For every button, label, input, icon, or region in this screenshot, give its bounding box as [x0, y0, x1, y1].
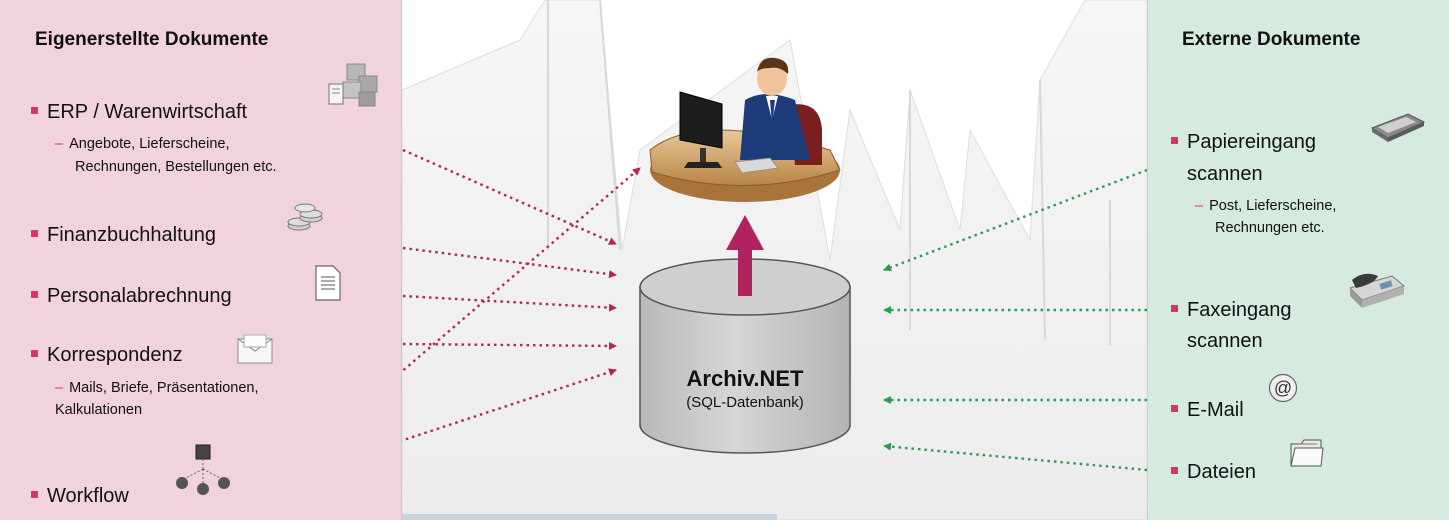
workflow-icon [176, 444, 230, 495]
list-item-dateien: Dateien [1171, 460, 1256, 484]
scanner-icon [1370, 113, 1426, 142]
item-label: scannen [1187, 163, 1263, 185]
item-label: Dateien [1187, 461, 1256, 483]
sub-item-erp: –Angebote, Lieferscheine, [55, 134, 230, 155]
arrow-personal [402, 294, 617, 312]
item-label: Korrespondenz [47, 344, 183, 366]
database-name: Archiv.NET [686, 366, 804, 391]
item-label: E-Mail [1187, 399, 1244, 421]
document-icon [315, 265, 341, 301]
list-item-email: E-Mail [1171, 398, 1244, 422]
item-label: Personalabrechnung [47, 285, 232, 307]
bullet [31, 107, 38, 115]
arrow-workflow-to-user [269, 167, 641, 485]
list-item-workflow: Workflow [31, 484, 129, 508]
bullet [31, 291, 38, 299]
sub-line: Mails, Briefe, Präsentationen, [69, 380, 259, 396]
list-item-personalabrechnung: Personalabrechnung [31, 284, 232, 308]
bullet [31, 491, 38, 499]
arrow-dateien [883, 442, 1148, 472]
sub-line: Rechnungen etc. [1215, 220, 1325, 236]
list-item-faxeingang: Faxeingang [1171, 298, 1292, 322]
item-label: scannen [1187, 330, 1263, 352]
user-at-desk-icon [649, 57, 841, 202]
erp-boxes-icon [328, 63, 378, 107]
list-item-papiereingang-cont: scannen [1187, 162, 1263, 186]
list-item-faxeingang-cont: scannen [1187, 329, 1263, 353]
folder-icon [1290, 439, 1324, 467]
item-label: Workflow [47, 485, 129, 507]
right-arrows [883, 168, 1148, 472]
list-item-erp: ERP / Warenwirtschaft [31, 100, 247, 124]
sub-line: Angebote, Lieferscheine, [69, 136, 230, 152]
sub-item-korrespondenz: –Mails, Briefe, Präsentationen, [55, 378, 258, 399]
left-panel-title: Eigenerstellte Dokumente [35, 29, 269, 50]
sub-item-korrespondenz-cont: Kalkulationen [55, 400, 142, 421]
dash: – [55, 380, 64, 396]
right-panel-title: Externe Dokumente [1182, 29, 1361, 50]
dash: – [55, 136, 64, 152]
upload-arrow [726, 215, 764, 296]
sub-item-papiereingang: –Post, Lieferscheine, [1195, 196, 1336, 217]
bullet [31, 350, 38, 358]
sub-item-erp-cont: Rechnungen, Bestellungen etc. [75, 157, 277, 178]
bullet [1171, 467, 1178, 475]
database-label: Archiv.NET (SQL-Datenbank) [640, 366, 850, 411]
item-label: Papiereingang [1187, 131, 1316, 153]
bullet [1171, 405, 1178, 413]
sub-item-papiereingang-cont: Rechnungen etc. [1215, 218, 1325, 239]
arrow-papier [883, 168, 1148, 272]
arrow-korrespondenz [402, 341, 617, 350]
list-item-finanzbuchhaltung: Finanzbuchhaltung [31, 223, 216, 247]
at-sign-icon: @ [1268, 373, 1298, 403]
right-panel: Externe Dokumente Papiereingang scannen … [1147, 0, 1449, 520]
bullet [1171, 137, 1178, 145]
item-label: ERP / Warenwirtschaft [47, 101, 248, 123]
sub-line: Post, Lieferscheine, [1209, 198, 1337, 214]
sub-line: Kalkulationen [55, 402, 143, 418]
left-panel: Eigenerstellte Dokumente ERP / Warenwirt… [0, 0, 402, 520]
database-subtitle: (SQL-Datenbank) [686, 394, 804, 411]
dash: – [1195, 198, 1204, 214]
bullet [1171, 305, 1178, 313]
sub-line: Rechnungen, Bestellungen etc. [75, 159, 277, 175]
list-item-papiereingang: Papiereingang [1171, 130, 1316, 154]
bullet [31, 230, 38, 238]
envelope-icon [237, 334, 273, 364]
item-label: Faxeingang [1187, 299, 1292, 321]
fax-icon [1349, 273, 1406, 308]
svg-text:@: @ [1274, 378, 1292, 398]
list-item-korrespondenz: Korrespondenz [31, 343, 183, 367]
coins-icon [287, 203, 323, 231]
item-label: Finanzbuchhaltung [47, 224, 217, 246]
